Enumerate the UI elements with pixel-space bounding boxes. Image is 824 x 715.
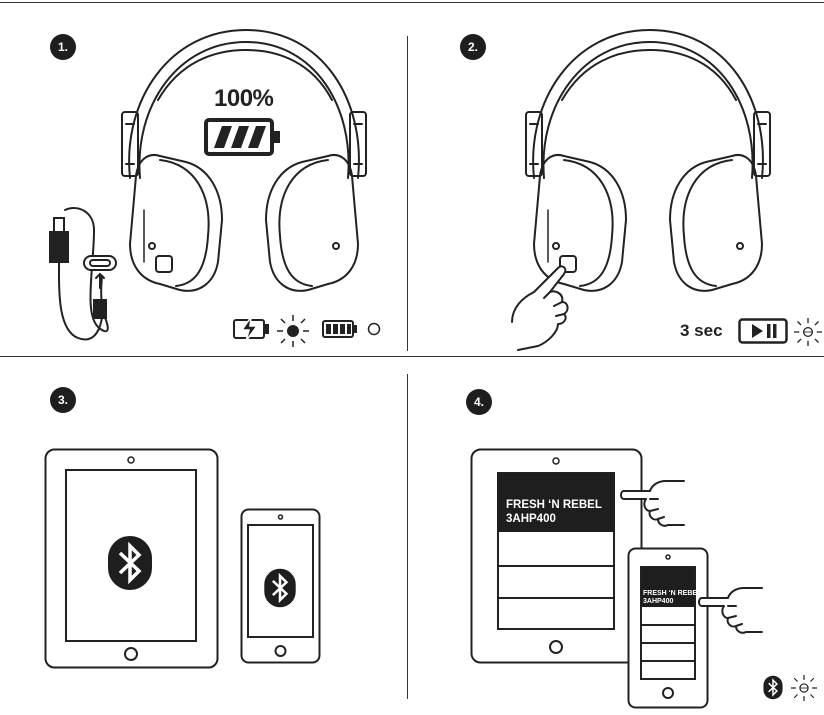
led-blink-icon — [794, 318, 822, 346]
step-3-panel: 3. — [0, 357, 408, 715]
horizontal-divider — [0, 356, 824, 357]
top-rule — [0, 2, 824, 3]
headphones-illustration — [525, 29, 771, 292]
bluetooth-icon — [763, 675, 783, 700]
step-4-badge: 4. — [466, 389, 492, 415]
tablet-device-list-entry[interactable]: FRESH ‘N REBEL 3AHP400 — [506, 499, 602, 527]
pointing-hand-icon — [698, 587, 763, 634]
device-name-line2: 3AHP400 — [643, 598, 674, 606]
led-blink-icon — [791, 675, 817, 701]
step-4-panel: 4. FRESH ‘N REBEL 3AHP400 FRESH ‘N REBEL… — [408, 357, 824, 715]
tablet-illustration — [470, 448, 643, 664]
charging-icon — [233, 316, 269, 342]
battery-icon — [204, 118, 280, 156]
led-off-icon — [367, 322, 381, 336]
phone-illustration — [627, 547, 709, 709]
hold-duration-label: 3 sec — [680, 321, 723, 340]
vertical-divider-top — [407, 36, 408, 351]
step-1-badge: 1. — [50, 34, 76, 60]
battery-percent-label: 100% — [214, 85, 274, 112]
battery-full-icon — [322, 320, 357, 338]
led-light-icon — [277, 315, 309, 347]
bluetooth-icon — [264, 568, 296, 608]
pointing-hand-icon — [511, 265, 569, 351]
battery-segment — [214, 126, 232, 148]
step-1-panel: 1. 100% — [0, 0, 408, 357]
battery-level-fill — [214, 126, 266, 148]
step-3-badge: 3. — [50, 387, 76, 413]
vertical-divider-bottom — [407, 374, 408, 699]
battery-segment — [248, 126, 266, 148]
step-2-badge: 2. — [460, 34, 486, 60]
battery-segment — [231, 126, 249, 148]
usb-c-cable-icon — [49, 207, 117, 341]
play-pause-icon — [738, 318, 788, 344]
headphones-illustration — [121, 29, 367, 292]
device-name-line1: FRESH ‘N REBEL — [643, 590, 702, 597]
phone-device-list-entry[interactable]: FRESH ‘N REBEL 3AHP400 — [643, 590, 701, 607]
pointing-hand-icon — [620, 480, 685, 527]
device-name-line1: FRESH ‘N REBEL — [506, 499, 602, 511]
step-2-panel: 2. 3 sec — [408, 0, 824, 357]
bluetooth-icon — [108, 536, 152, 590]
device-name-line2: 3AHP400 — [506, 512, 556, 525]
